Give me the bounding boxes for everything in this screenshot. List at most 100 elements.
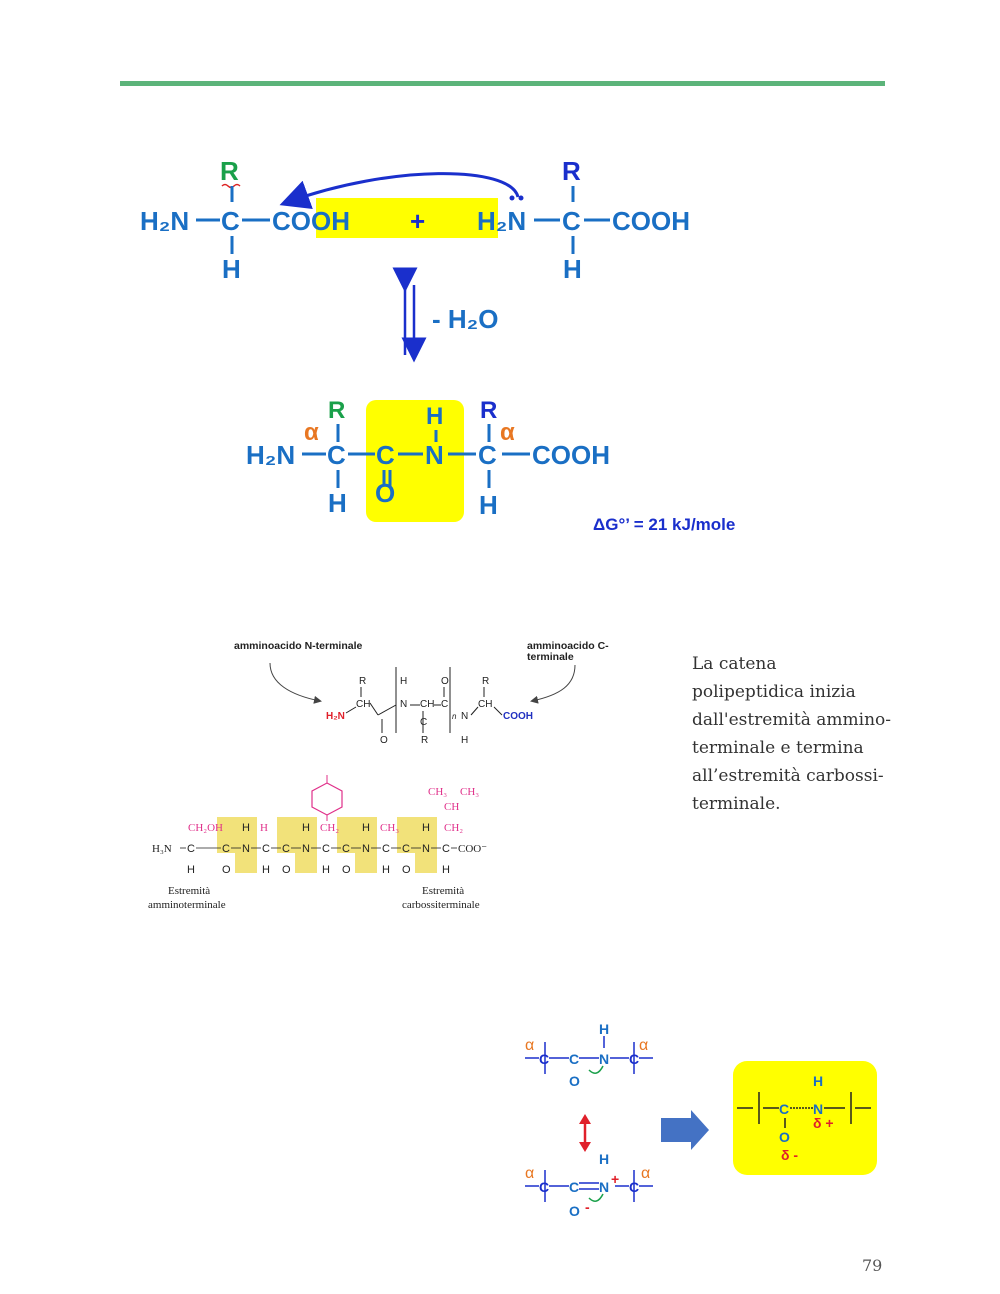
svg-text:C: C [539, 1179, 549, 1195]
carbonyl-oxygen: O [375, 478, 395, 508]
svg-text:O: O [222, 864, 231, 876]
alpha-right: α [500, 419, 515, 446]
svg-text:amminoterminale: amminoterminale [148, 899, 226, 911]
svg-text:C: C [441, 699, 448, 710]
dipeptide-amino: H₂N [246, 440, 295, 470]
svg-text:CH: CH [356, 699, 370, 710]
dipeptide-h-right: H [479, 490, 498, 520]
amide-nitrogen: N [425, 440, 444, 470]
alpha-carbon-1: C [221, 206, 240, 236]
svg-text:CH₃: CH₃ [380, 822, 399, 834]
chain-amino-end: H₂N [326, 711, 345, 722]
svg-text:H: H [442, 864, 450, 876]
svg-text:N: N [302, 843, 310, 855]
svg-text:H: H [599, 1151, 609, 1167]
svg-text:CH₂OH: CH₂OH [188, 822, 223, 834]
svg-text:H: H [187, 864, 195, 876]
plus-sign: + [410, 206, 425, 236]
svg-text:Estremità: Estremità [422, 885, 464, 897]
resonance-diagram: α C C N H C α O α C C N + H C α O - C N … [525, 1021, 877, 1219]
svg-text:O: O [569, 1203, 580, 1219]
amino-group-2: H₂N [477, 206, 526, 236]
c-terminal-label-1: amminoacido C- [527, 640, 609, 652]
svg-text:O: O [282, 864, 291, 876]
dipeptide-h-left: H [328, 488, 347, 518]
svg-text:N: N [813, 1101, 823, 1117]
peptide-bond-highlight [366, 400, 464, 522]
svg-text:R: R [482, 676, 489, 687]
svg-text:O: O [441, 676, 449, 687]
svg-text:H: H [362, 822, 370, 834]
svg-text:R: R [421, 735, 428, 746]
svg-text:α: α [525, 1037, 534, 1054]
svg-text:O: O [402, 864, 411, 876]
page-number: 79 [862, 1256, 883, 1275]
svg-text:+: + [611, 1171, 619, 1187]
carbonyl-carbon: C [376, 440, 395, 470]
svg-text:Estremità: Estremità [168, 885, 210, 897]
svg-text:O: O [380, 735, 388, 746]
polypeptide-description: La catena polipeptidica inizia dall'estr… [692, 654, 892, 814]
hydrogen-2: H [563, 254, 582, 284]
svg-text:C: C [442, 843, 450, 855]
c-terminal-label-2: terminale [527, 651, 574, 663]
svg-text:C: C [569, 1051, 579, 1067]
amino-group-1: H₂N [140, 206, 189, 236]
svg-text:C: C [569, 1179, 579, 1195]
r-group-2: R [562, 156, 581, 186]
carboxyl-1: COOH [272, 206, 350, 236]
svg-text:C: C [779, 1101, 789, 1117]
svg-text:N: N [242, 843, 250, 855]
svg-text:H: H [302, 822, 310, 834]
svg-text:N: N [422, 843, 430, 855]
c-terminus: COO⁻ [458, 843, 487, 855]
svg-text:H: H [461, 735, 468, 746]
svg-text:N: N [599, 1051, 609, 1067]
svg-text:C: C [187, 843, 195, 855]
svg-text:O: O [569, 1073, 580, 1089]
svg-text:N: N [599, 1179, 609, 1195]
svg-text:CH₂: CH₂ [444, 822, 463, 834]
alpha-left: α [304, 419, 319, 446]
dipeptide-cooh: COOH [532, 440, 610, 470]
svg-text:H: H [400, 676, 407, 687]
svg-text:CH: CH [420, 699, 434, 710]
svg-text:δ -: δ - [781, 1147, 798, 1163]
svg-text:CH: CH [444, 801, 459, 813]
n-terminal-label: amminoacido N-terminale [234, 640, 363, 652]
svg-text:C: C [322, 843, 330, 855]
peptide-bond-reaction: R H₂N C COOH H + H₂N C R COOH H - H₂O R … [140, 156, 735, 534]
svg-text:carbossiterminale: carbossiterminale [402, 899, 480, 911]
svg-text:α: α [641, 1165, 650, 1182]
dipeptide-c-left: C [327, 440, 346, 470]
resonance-result-box [733, 1061, 877, 1175]
svg-text:H: H [813, 1073, 823, 1089]
n-terminus: H₃N [152, 843, 172, 855]
svg-text:C: C [402, 843, 410, 855]
r-group-1: R [220, 156, 239, 186]
svg-text:CH₂: CH₂ [320, 822, 339, 834]
svg-text:N: N [461, 711, 468, 722]
svg-text:H: H [260, 822, 268, 834]
svg-text:CH₃: CH₃ [460, 786, 479, 798]
svg-text:CH: CH [478, 699, 492, 710]
tyrosine-ring [311, 782, 343, 816]
dipeptide-r-left: R [328, 397, 345, 424]
svg-text:n: n [452, 712, 457, 721]
header-rule [120, 81, 885, 86]
svg-text:C: C [222, 843, 230, 855]
svg-text:N: N [400, 699, 407, 710]
svg-text:O: O [779, 1129, 790, 1145]
svg-text:H: H [242, 822, 250, 834]
svg-text:H: H [262, 864, 270, 876]
svg-text:CH₃: CH₃ [428, 786, 447, 798]
svg-text:C: C [539, 1051, 549, 1067]
result-arrow [661, 1110, 709, 1150]
svg-text:C: C [420, 717, 427, 728]
carboxyl-2: COOH [612, 206, 690, 236]
svg-text:R: R [359, 676, 366, 687]
hydrogen-1: H [222, 254, 241, 284]
svg-text:H: H [382, 864, 390, 876]
svg-text:H: H [422, 822, 430, 834]
